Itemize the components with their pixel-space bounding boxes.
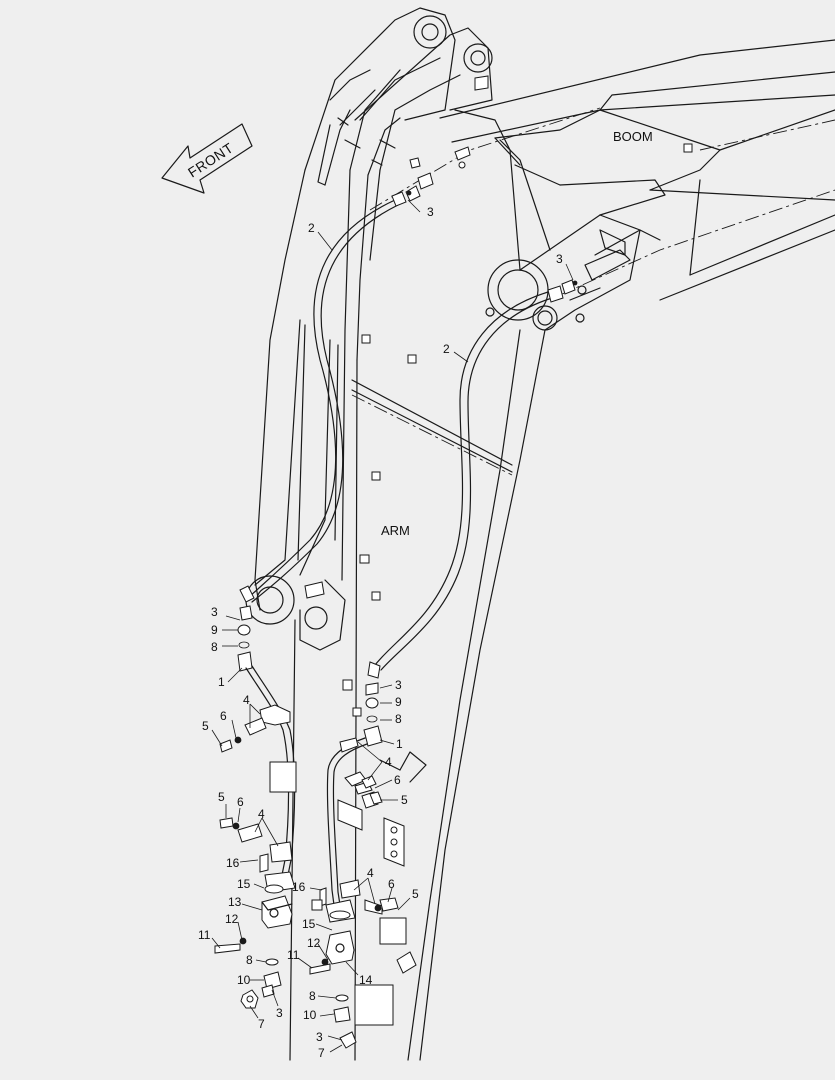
front-label: FRONT <box>185 139 236 180</box>
callout-16: 16 <box>292 880 306 894</box>
callout-8: 8 <box>395 712 402 726</box>
callout-1: 1 <box>396 737 403 751</box>
top-fittings <box>406 146 578 286</box>
callout-11: 11 <box>198 928 211 942</box>
callout-1: 1 <box>218 675 225 689</box>
callout-7: 7 <box>318 1046 325 1060</box>
callout-7: 7 <box>258 1017 265 1031</box>
boom-structure: BOOM <box>439 39 835 331</box>
center-lines <box>369 107 835 296</box>
callout-5: 5 <box>401 793 408 807</box>
callout-2: 2 <box>308 221 315 235</box>
callout-6: 6 <box>388 877 395 891</box>
callout-5: 5 <box>412 887 419 901</box>
callout-3: 3 <box>556 252 563 266</box>
callout-4: 4 <box>367 866 374 880</box>
arm-top-bracket <box>304 7 493 186</box>
callout-3: 3 <box>395 678 402 692</box>
callout-6: 6 <box>394 773 401 787</box>
callout-2: 2 <box>443 342 450 356</box>
right-pipe-assembly <box>309 682 427 1049</box>
callout-8: 8 <box>246 953 253 967</box>
callout-10: 10 <box>237 973 251 987</box>
callout-8: 8 <box>211 640 218 654</box>
callout-12: 12 <box>225 912 239 926</box>
hose-left <box>239 172 434 603</box>
callout-6: 6 <box>220 709 227 723</box>
boom-label: BOOM <box>613 129 653 144</box>
callout-numbers: 2 3 3 2 3 9 8 1 4 6 5 5 6 4 16 15 13 12 … <box>198 205 563 1060</box>
callout-9: 9 <box>395 695 402 709</box>
callout-3: 3 <box>427 205 434 219</box>
callout-13: 13 <box>228 895 242 909</box>
callout-3: 3 <box>316 1030 323 1044</box>
callout-9: 9 <box>211 623 218 637</box>
leader-lines <box>211 199 574 1053</box>
callout-8: 8 <box>309 989 316 1003</box>
callout-16: 16 <box>226 856 240 870</box>
callout-4: 4 <box>385 755 392 769</box>
callout-4: 4 <box>258 807 265 821</box>
callout-15: 15 <box>237 877 251 891</box>
callout-4: 4 <box>243 693 250 707</box>
arm-label: ARM <box>381 523 410 538</box>
callout-3: 3 <box>211 605 218 619</box>
hose-right <box>367 279 576 679</box>
left-pipe-assembly <box>214 605 297 1009</box>
callout-15: 15 <box>302 917 316 931</box>
callout-5: 5 <box>218 790 225 804</box>
callout-12: 12 <box>307 936 321 950</box>
arm-body: ARM <box>245 109 551 1061</box>
callout-3: 3 <box>276 1006 283 1020</box>
callout-10: 10 <box>303 1008 317 1022</box>
callout-5: 5 <box>202 719 209 733</box>
front-direction-arrow: FRONT <box>161 123 253 194</box>
callout-11: 11 <box>287 948 300 962</box>
callout-14: 14 <box>359 973 373 987</box>
callout-6: 6 <box>237 795 244 809</box>
